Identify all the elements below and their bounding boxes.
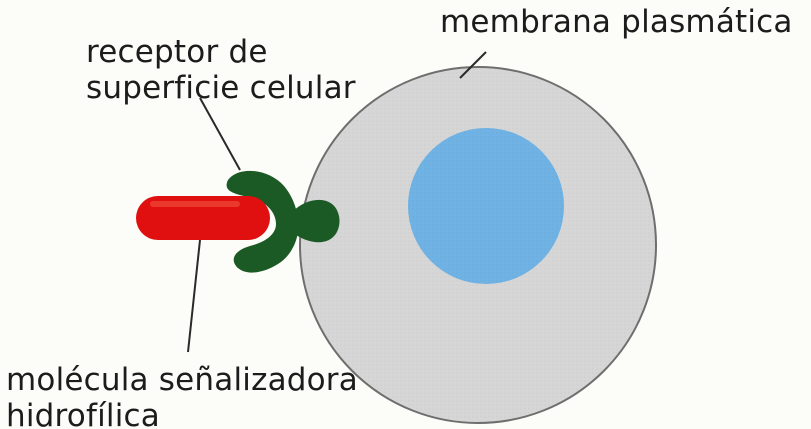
molecule-label: molécula señalizadora hidrofílica xyxy=(6,362,358,429)
signaling-molecule xyxy=(136,196,270,240)
membrane-label: membrana plasmática xyxy=(440,4,793,40)
receptor-label-line1: receptor de xyxy=(86,34,356,70)
leader-line-molecule xyxy=(188,240,200,352)
receptor-label: receptor de superficie celular xyxy=(86,34,356,106)
nucleus-texture xyxy=(408,128,564,284)
molecule-label-line1: molécula señalizadora xyxy=(6,362,358,398)
signaling-molecule-highlight xyxy=(150,201,240,207)
molecule-label-line2: hidrofílica xyxy=(6,398,358,429)
nucleus xyxy=(408,128,564,284)
leader-line-receptor xyxy=(200,98,240,170)
receptor-label-line2: superficie celular xyxy=(86,70,356,106)
membrane-label-text: membrana plasmática xyxy=(440,4,793,40)
receptor-stalk xyxy=(292,200,340,242)
